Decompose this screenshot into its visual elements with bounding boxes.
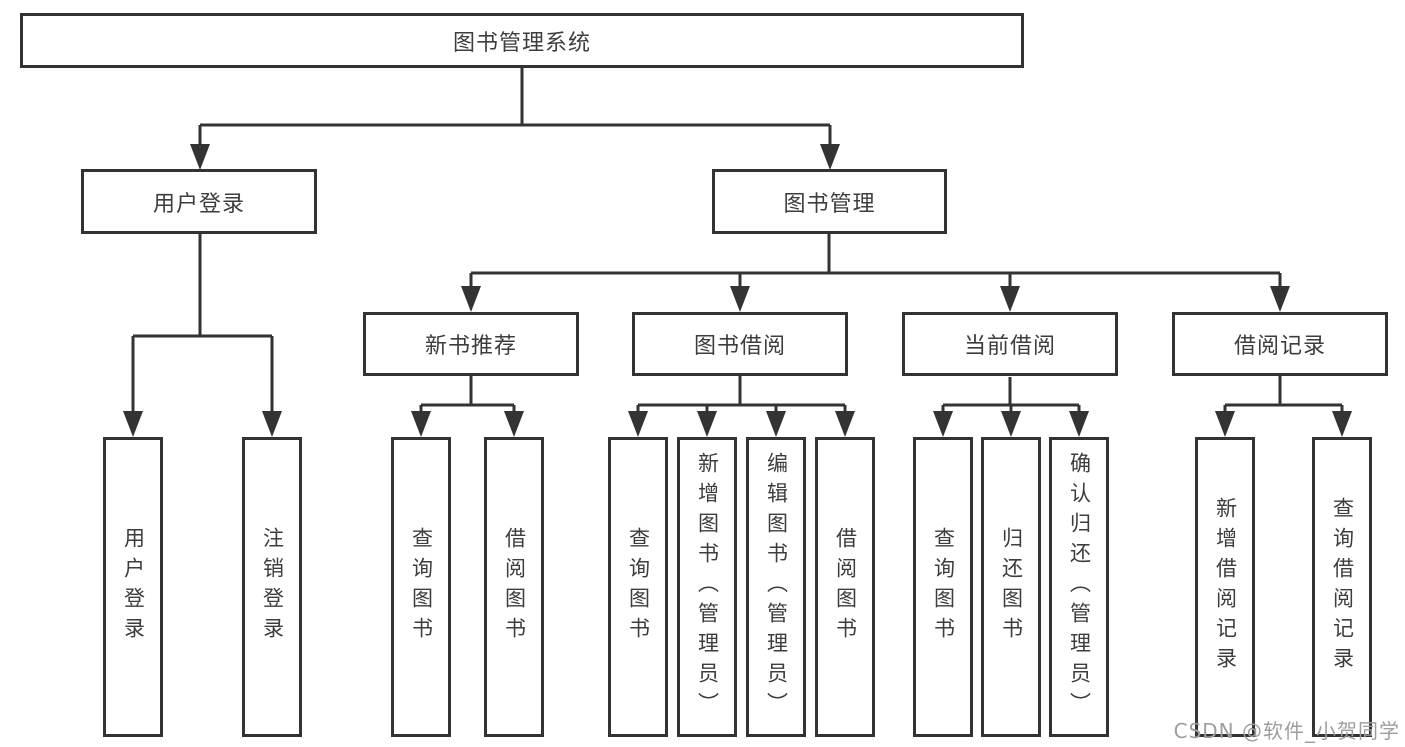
node-label: 查询图书 — [409, 527, 434, 647]
node-records-query-borrow-record: 查询借阅记录 — [1312, 437, 1372, 737]
node-current-return-books: 归还图书 — [981, 437, 1041, 737]
node-current-borrowing: 当前借阅 — [902, 312, 1118, 376]
arrowhead-icon — [628, 411, 648, 437]
node-label: 图书管理 — [783, 191, 876, 217]
node-user-login: 用户登录 — [81, 169, 317, 234]
node-records-add-borrow-record: 新增借阅记录 — [1195, 437, 1255, 737]
arrowhead-icon — [1001, 411, 1021, 437]
arrowhead-icon — [1000, 286, 1020, 312]
arrowhead-icon — [730, 286, 750, 312]
arrowhead-icon — [1270, 286, 1290, 312]
node-book-management: 图书管理 — [712, 169, 947, 234]
node-current-confirm-return-admin: 确认归还（管理员） — [1049, 437, 1109, 737]
node-borrowing-edit-books-admin: 编辑图书（管理员） — [746, 437, 806, 737]
node-label: 查询借阅记录 — [1330, 497, 1355, 677]
arrowhead-icon — [1215, 411, 1235, 437]
arrowhead-icon — [461, 286, 481, 312]
node-current-query-books: 查询图书 — [913, 437, 973, 737]
node-borrowing-borrow-books: 借阅图书 — [815, 437, 875, 737]
arrowhead-icon — [835, 411, 855, 437]
node-recommend-query-books: 查询图书 — [391, 437, 451, 737]
node-new-book-recommendation: 新书推荐 — [363, 312, 579, 376]
watermark: CSDN @软件_小贺同学 — [1173, 719, 1400, 743]
node-book-borrowing: 图书借阅 — [632, 312, 848, 376]
node-label: 借阅记录 — [1233, 334, 1326, 359]
arrowhead-icon — [190, 144, 210, 170]
node-borrowing-add-books-admin: 新增图书（管理员） — [677, 437, 737, 737]
node-label: 借阅图书 — [833, 527, 858, 647]
arrowhead-icon — [411, 411, 431, 437]
node-borrow-records: 借阅记录 — [1172, 312, 1388, 376]
node-recommend-borrow-books: 借阅图书 — [484, 437, 544, 737]
arrowhead-icon — [1069, 411, 1089, 437]
arrowhead-icon — [697, 411, 717, 437]
node-label: 新增图书（管理员） — [695, 452, 720, 722]
arrowhead-icon — [933, 411, 953, 437]
node-label: 注销登录 — [260, 527, 285, 647]
arrowhead-icon — [123, 411, 143, 437]
arrowhead-icon — [504, 411, 524, 437]
node-user-login-action: 用户登录 — [103, 437, 163, 737]
node-system-root: 图书管理系统 — [20, 13, 1024, 68]
node-label: 确认归还（管理员） — [1067, 452, 1092, 722]
node-label: 借阅图书 — [502, 527, 527, 647]
node-label: 新书推荐 — [424, 334, 517, 359]
node-label: 用户登录 — [152, 191, 245, 217]
node-logout-action: 注销登录 — [242, 437, 302, 737]
node-label: 图书借阅 — [693, 334, 786, 359]
node-label: 用户登录 — [121, 527, 146, 647]
node-label: 图书管理系统 — [452, 30, 591, 56]
node-label: 归还图书 — [999, 527, 1024, 647]
node-label: 当前借阅 — [963, 334, 1056, 359]
node-label: 编辑图书（管理员） — [764, 452, 789, 722]
node-label: 新增借阅记录 — [1213, 497, 1238, 677]
node-label: 查询图书 — [931, 527, 956, 647]
node-label: 查询图书 — [626, 527, 651, 647]
arrowhead-icon — [766, 411, 786, 437]
node-borrowing-query-books: 查询图书 — [608, 437, 668, 737]
arrowhead-icon — [1332, 411, 1352, 437]
arrowhead-icon — [820, 144, 840, 170]
arrowhead-icon — [262, 411, 282, 437]
